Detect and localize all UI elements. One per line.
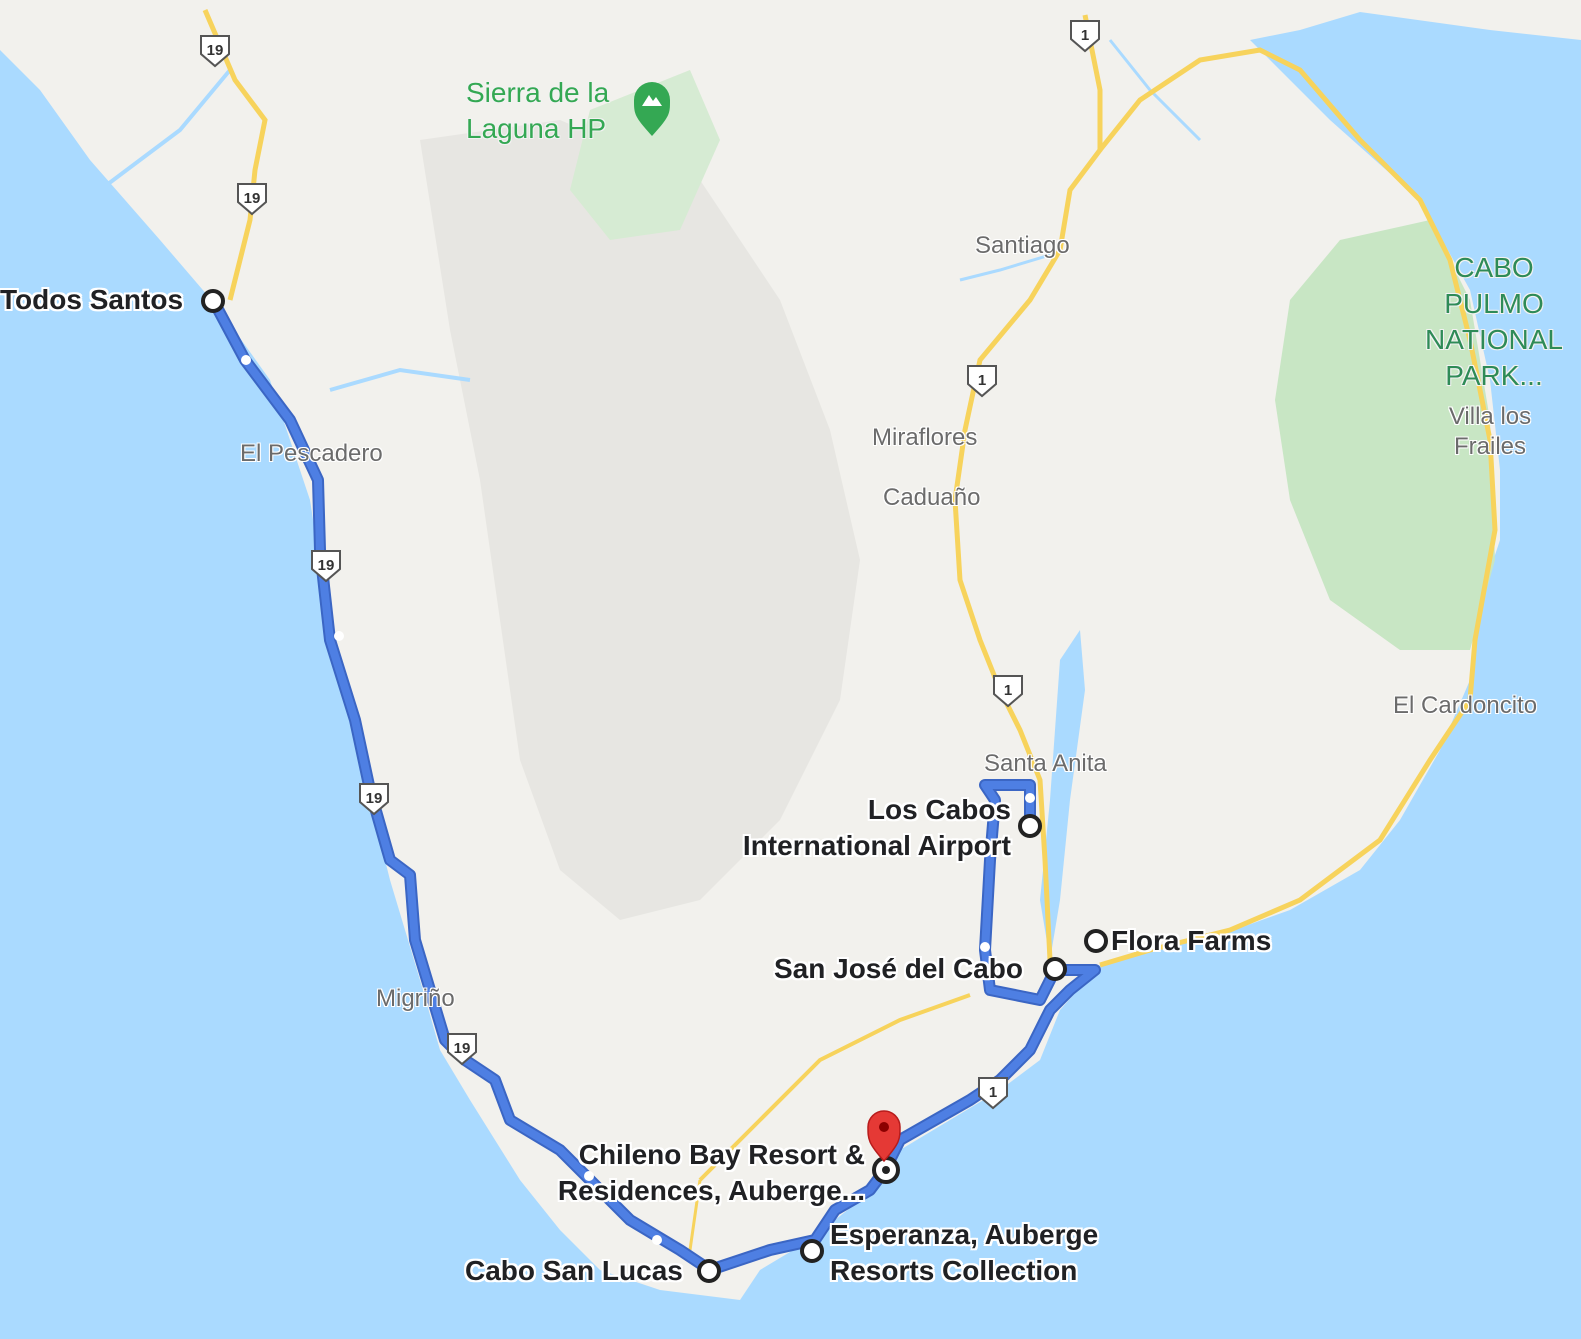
highway-19-shield: 19 xyxy=(237,183,267,216)
park-label-line: CABO xyxy=(1454,252,1534,283)
place-label-santa-anita: Santa Anita xyxy=(984,750,1107,777)
stop-label-line: Los Cabos xyxy=(867,794,1011,825)
sierra-laguna-park-area xyxy=(570,70,720,240)
stop-label-flora-farms[interactable]: Flora Farms xyxy=(1111,925,1272,956)
coastal-road xyxy=(1098,47,1498,968)
inland-road xyxy=(688,1179,702,1251)
place-label-el-pescadero: El Pescadero xyxy=(240,440,383,467)
river xyxy=(959,253,1051,282)
park-label-cabo-pulmo[interactable]: CABO PULMO NATIONAL PARK... xyxy=(1410,250,1578,394)
stop-label-cabo-san-lucas[interactable]: Cabo San Lucas xyxy=(465,1255,683,1286)
highway-1-shield: 1 xyxy=(1070,20,1100,53)
stop-label-todos-santos[interactable]: Todos Santos xyxy=(0,284,184,315)
driving-route xyxy=(209,296,1099,1274)
place-label-line: Frailes xyxy=(1453,433,1526,460)
highway-1-shield: 1 xyxy=(993,675,1023,708)
park-label-line: Sierra de la xyxy=(466,77,610,108)
route-dot xyxy=(584,1171,594,1181)
river xyxy=(98,68,232,192)
stop-label-line: Resorts Collection xyxy=(830,1255,1078,1286)
svg-text:19: 19 xyxy=(207,42,224,59)
park-label-line: PARK... xyxy=(1445,360,1543,391)
route-dot xyxy=(652,1235,662,1245)
highway-19-shield: 19 xyxy=(447,1033,477,1066)
place-label-santiago: Santiago xyxy=(975,232,1070,259)
waypoint-san-jose-marker[interactable] xyxy=(1043,957,1067,981)
svg-text:1: 1 xyxy=(978,372,986,389)
waypoint-chileno-marker[interactable] xyxy=(872,1156,900,1184)
highway-19-road xyxy=(202,9,268,301)
place-label-el-cardoncito: El Cardoncito xyxy=(1393,692,1538,719)
mountain-terrain xyxy=(420,120,860,920)
place-label-villa-los-frailes: Villa los Frailes xyxy=(1430,402,1550,462)
river xyxy=(329,367,471,392)
waypoint-airport-marker[interactable] xyxy=(1018,814,1042,838)
highway-19-shield: 19 xyxy=(200,35,230,68)
route-dot xyxy=(980,942,990,952)
park-label-line: NATIONAL xyxy=(1425,324,1563,355)
stop-label-line: Esperanza, Auberge xyxy=(830,1219,1099,1250)
highway-1-shield: 1 xyxy=(967,365,997,398)
route-dot xyxy=(1025,793,1035,803)
park-label-sierra-de-la-laguna[interactable]: Sierra de la Laguna HP xyxy=(466,75,609,147)
highway-1-shield: 1 xyxy=(978,1077,1008,1110)
svg-text:1: 1 xyxy=(1004,682,1012,699)
svg-text:1: 1 xyxy=(1081,27,1089,44)
mountain-pin-icon xyxy=(634,82,670,136)
estuary xyxy=(1040,630,1085,960)
svg-text:19: 19 xyxy=(366,790,383,807)
highway-19-shield: 19 xyxy=(311,550,341,583)
waypoint-flora-farms-marker[interactable] xyxy=(1084,929,1108,953)
place-label-caduano: Caduaño xyxy=(883,484,981,511)
highway-1-road xyxy=(952,14,1103,961)
stop-label-esperanza[interactable]: Esperanza, Auberge Resorts Collection xyxy=(830,1217,1098,1289)
svg-text:1: 1 xyxy=(989,1084,997,1101)
park-label-line: PULMO xyxy=(1444,288,1544,319)
place-label-miraflores: Miraflores xyxy=(872,424,978,451)
place-label-line: Villa los xyxy=(1448,403,1532,430)
stop-label-san-jose-del-cabo[interactable]: San José del Cabo xyxy=(774,953,1023,984)
stop-label-line: International Airport xyxy=(742,830,1011,861)
svg-text:19: 19 xyxy=(244,190,261,207)
highway-19-shield: 19 xyxy=(359,783,389,816)
red-map-pin-icon[interactable] xyxy=(867,1110,901,1163)
route-dot xyxy=(334,631,344,641)
cabo-pulmo-park-area xyxy=(1275,220,1495,650)
stop-label-line: Residences, Auberge... xyxy=(557,1175,865,1206)
stop-label-line: Chileno Bay Resort & xyxy=(578,1139,865,1170)
place-label-migrino: Migriño xyxy=(376,985,455,1012)
park-label-line: Laguna HP xyxy=(466,113,607,144)
waypoint-todos-santos-marker[interactable] xyxy=(201,289,225,313)
stop-label-chileno-bay[interactable]: Chileno Bay Resort & Residences, Auberge… xyxy=(540,1137,865,1209)
svg-text:19: 19 xyxy=(318,557,335,574)
river xyxy=(1108,39,1202,142)
waypoint-esperanza-marker[interactable] xyxy=(800,1239,824,1263)
inland-road xyxy=(698,993,971,1182)
waypoint-cabo-san-lucas-marker[interactable] xyxy=(697,1259,721,1283)
stop-label-los-cabos-airport[interactable]: Los Cabos International Airport xyxy=(723,792,1011,864)
svg-text:19: 19 xyxy=(454,1040,471,1057)
route-dot xyxy=(241,355,251,365)
